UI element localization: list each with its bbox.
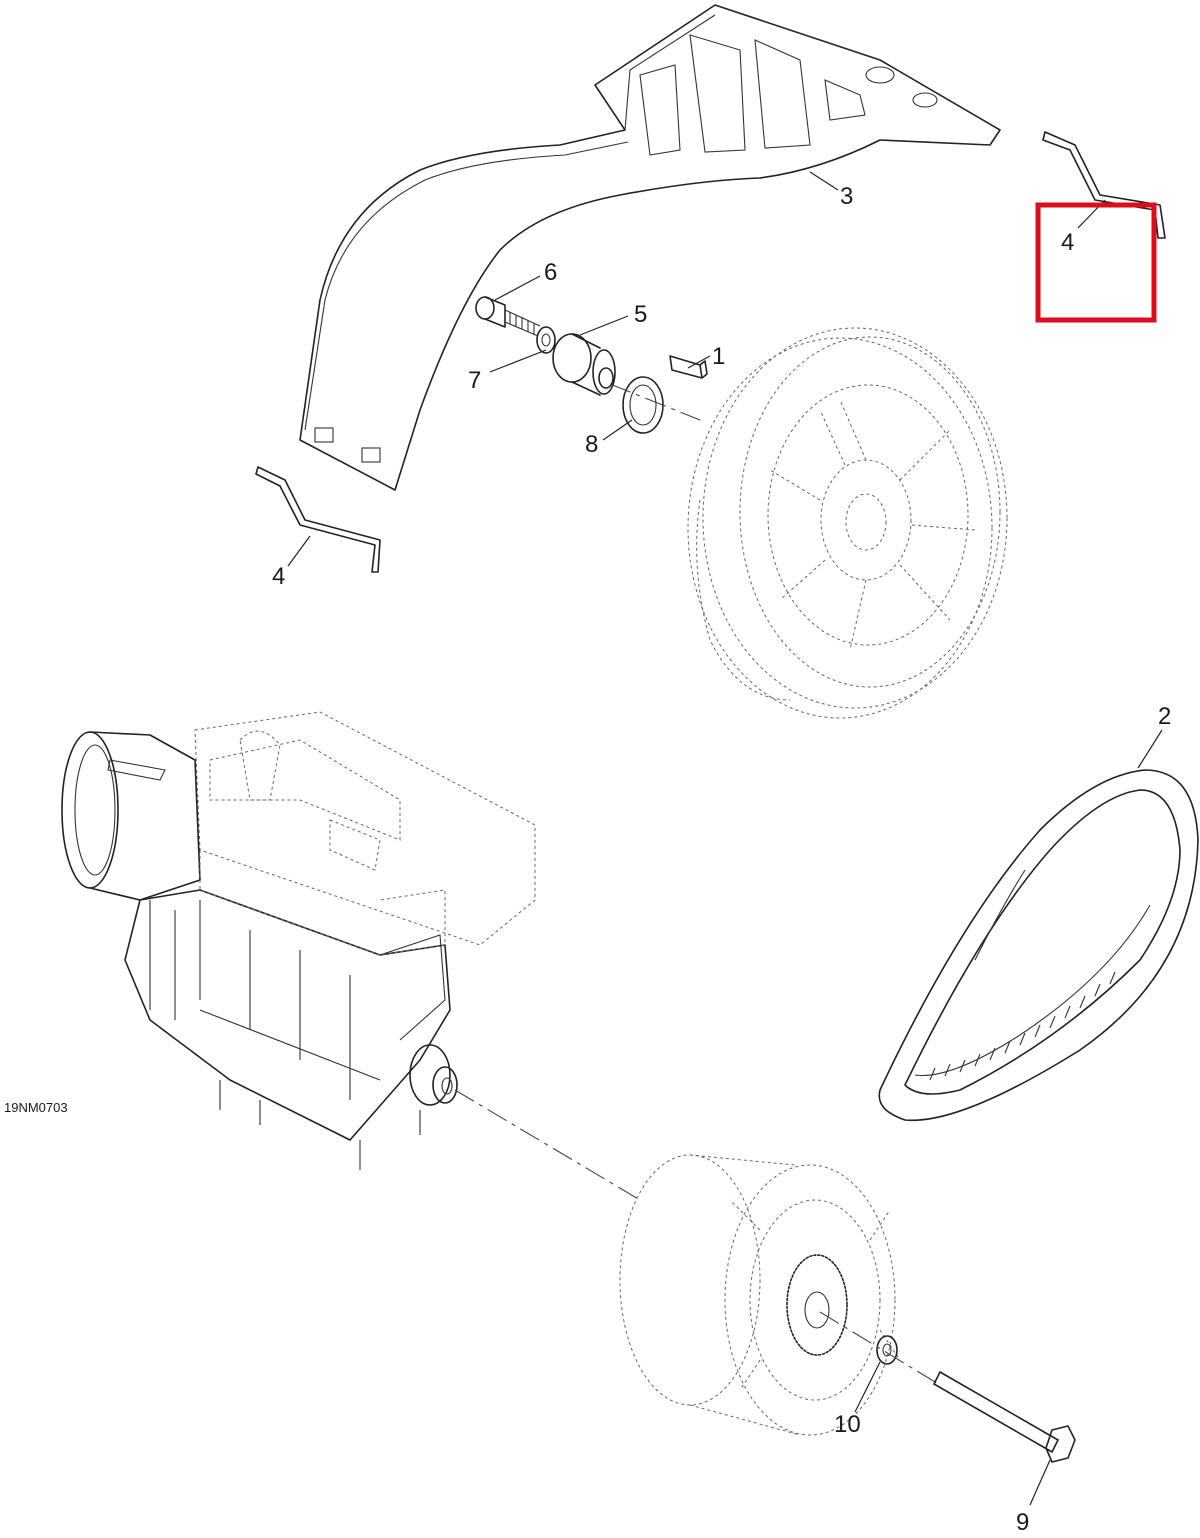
drive-belt[interactable]: [878, 769, 1199, 1122]
engine: [61, 711, 536, 1170]
drive-bolt[interactable]: [933, 1371, 1076, 1463]
key[interactable]: [669, 355, 708, 379]
callout-9[interactable]: 9: [1016, 1509, 1029, 1536]
spacer[interactable]: [552, 333, 616, 396]
callout-4-right[interactable]: 4: [1061, 229, 1074, 256]
drawing-reference-code: 19NM0703: [4, 1100, 68, 1115]
belt-guard[interactable]: [299, 4, 1001, 491]
callout-7[interactable]: 7: [468, 367, 481, 394]
highlight-box: [1035, 202, 1157, 323]
washer[interactable]: [622, 376, 664, 434]
callout-10[interactable]: 10: [834, 1411, 861, 1438]
retaining-clip-left[interactable]: [255, 466, 381, 573]
drive-pulley: [619, 1154, 901, 1436]
leader-lines: [287, 171, 1163, 1506]
callout-6[interactable]: 6: [544, 259, 557, 286]
callout-4-left[interactable]: 4: [272, 563, 285, 590]
callout-3[interactable]: 3: [840, 183, 853, 210]
retaining-clip-right[interactable]: [1042, 131, 1166, 239]
driven-pulley: [687, 327, 1008, 719]
callout-1[interactable]: 1: [712, 343, 725, 370]
callout-2[interactable]: 2: [1158, 703, 1171, 730]
callout-8[interactable]: 8: [585, 431, 598, 458]
drive-washer[interactable]: [876, 1335, 898, 1365]
callout-labels: 1 2 3 4 4 5 6 7 8 9 10: [272, 183, 1171, 1536]
lock-washer[interactable]: [536, 326, 556, 354]
screw[interactable]: [475, 296, 541, 337]
callout-5[interactable]: 5: [634, 301, 647, 328]
